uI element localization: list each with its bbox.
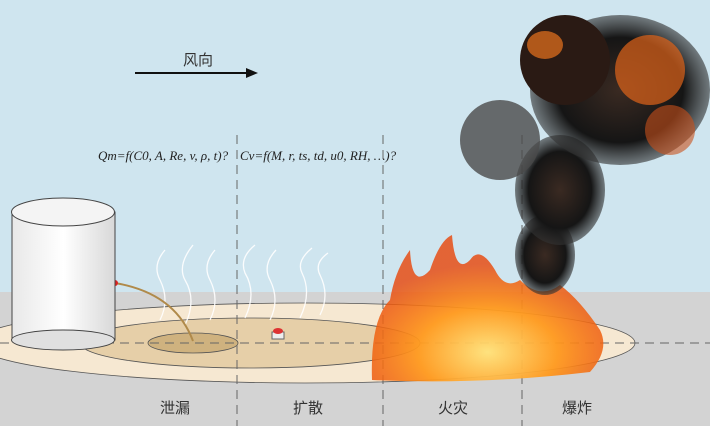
stage-label-fire: 火灾	[438, 399, 469, 417]
storage-tank	[11, 197, 116, 351]
explosion-smoke	[460, 15, 710, 295]
zone-middle	[79, 317, 421, 369]
stage-label-explosion: 爆炸	[562, 399, 593, 417]
stage-label-dispersion: 扩散	[293, 399, 324, 417]
wind-direction-label: 风向	[183, 51, 214, 69]
wind-arrow	[135, 68, 258, 78]
vapor-wisps	[156, 244, 329, 326]
ignition-source	[271, 328, 285, 340]
leak-stream	[114, 282, 194, 342]
formula-leak: Qm=f(C0, A, Re, v, ρ, t)?	[98, 148, 229, 163]
formula-dispersion: Cv=f(M, r, ts, td, u0, RH, …)?	[240, 148, 397, 163]
zone-inner	[147, 332, 239, 354]
stage-label-leak: 泄漏	[160, 399, 191, 417]
fire	[371, 235, 604, 382]
